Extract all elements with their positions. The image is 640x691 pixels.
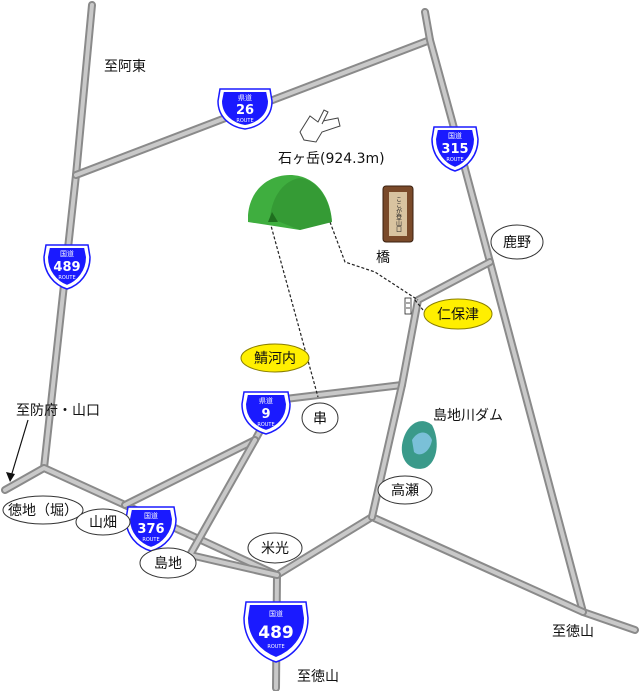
reservoir-icon <box>401 421 437 469</box>
label-to-hofu-yamaguchi: 至防府・山口 <box>16 403 100 419</box>
hiking-trails <box>269 221 424 398</box>
shield-26-top: 県道 <box>238 93 252 102</box>
place-yamahata: 山畑 <box>75 508 131 536</box>
label-mountain: 石ヶ岳(924.3m) <box>278 151 385 167</box>
shield-489-north-route: ROUTE <box>58 275 75 281</box>
place-kano: 鹿野 <box>490 224 544 260</box>
route-shield-376: 国道 376 ROUTE <box>125 506 177 552</box>
place-niho: 仁保津 <box>423 298 493 330</box>
place-kushi-label: 串 <box>313 411 327 427</box>
place-shimaji: 島地 <box>139 547 197 579</box>
place-yonemitsu: 米光 <box>247 532 303 564</box>
label-dam: 島地川ダム <box>433 408 503 424</box>
trailhead-sign <box>382 185 414 243</box>
place-takase-label: 高瀬 <box>391 482 419 499</box>
place-takase: 高瀬 <box>377 475 433 505</box>
place-sabakochi: 鯖河内 <box>240 343 310 373</box>
shield-489-south-top: 国道 <box>269 609 283 618</box>
label-to-tokuyama-right: 至徳山 <box>552 624 594 640</box>
shield-26-route: ROUTE <box>236 118 253 124</box>
place-tokuji-hori-label: 徳地（堀） <box>8 503 78 519</box>
route-shield-26: 県道 26 ROUTE <box>217 88 273 130</box>
label-to-tokuyama-bottom: 至徳山 <box>297 669 339 685</box>
place-tokuji-hori: 徳地（堀） <box>2 495 84 525</box>
shield-9-number: 9 <box>261 407 270 422</box>
place-kano-label: 鹿野 <box>503 234 531 251</box>
shield-26-number: 26 <box>236 103 254 118</box>
place-niho-label: 仁保津 <box>437 307 479 323</box>
shield-489-south-number: 489 <box>258 623 294 643</box>
shield-376-route: ROUTE <box>142 537 159 543</box>
label-to-ato-east: 至阿東 <box>104 59 146 75</box>
route-shield-315: 国道 315 ROUTE <box>431 126 479 172</box>
route-shield-489-south: 国道 489 ROUTE <box>243 601 309 663</box>
shield-489-north-top: 国道 <box>60 249 74 258</box>
route-shield-489-north: 国道 489 ROUTE <box>43 244 91 290</box>
mountain-icon <box>248 175 332 230</box>
shield-376-number: 376 <box>137 522 164 537</box>
trailhead-sign-text: ここが登山口 <box>395 196 402 233</box>
place-yonemitsu-label: 米光 <box>261 541 289 557</box>
place-shimaji-label: 島地 <box>154 556 182 572</box>
shield-315-number: 315 <box>441 142 468 157</box>
route-shield-9: 県道 9 ROUTE <box>241 391 291 435</box>
place-sabakochi-label: 鯖河内 <box>254 351 296 367</box>
shield-315-top: 国道 <box>448 131 462 140</box>
pointing-hand-icon <box>299 109 341 143</box>
shield-489-north-number: 489 <box>53 260 80 275</box>
shield-9-top: 県道 <box>259 396 273 405</box>
shield-9-route: ROUTE <box>257 422 274 428</box>
shield-315-route: ROUTE <box>446 157 463 163</box>
arrow-icon <box>6 419 29 482</box>
bridge-marker <box>404 297 412 315</box>
place-yamahata-label: 山畑 <box>89 515 117 531</box>
label-bridge: 橋 <box>376 250 390 266</box>
shield-489-south-route: ROUTE <box>267 644 284 650</box>
place-kushi: 串 <box>301 402 339 434</box>
shield-376-top: 国道 <box>144 511 158 520</box>
